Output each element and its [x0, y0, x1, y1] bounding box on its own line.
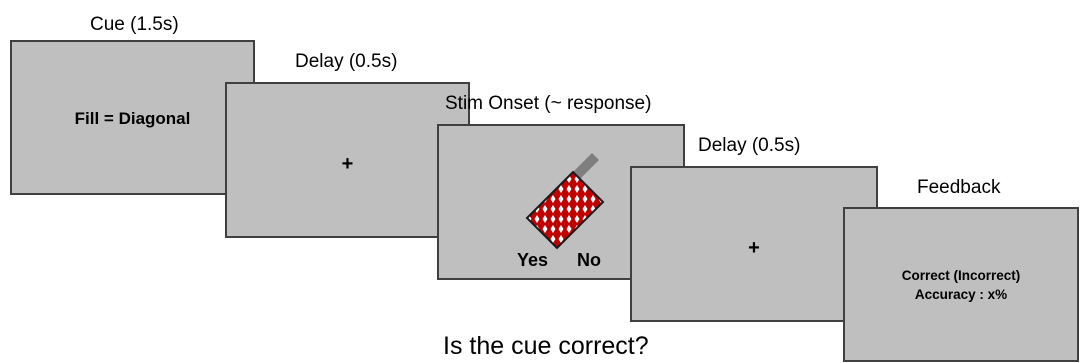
diagonal-fill-stimulus — [525, 153, 605, 250]
feedback-accuracy-text: Accuracy : x% — [914, 287, 1008, 302]
delay-screen-1: + — [225, 82, 470, 238]
yes-option: Yes — [517, 250, 549, 270]
stim-onset-stage-label: Stim Onset (~ response) — [445, 93, 652, 114]
question-text: Is the cue correct? — [443, 332, 649, 360]
cue-screen: Fill = Diagonal — [10, 40, 255, 195]
fixation-cross-1: + — [341, 153, 354, 175]
delay-stage-label-2: Delay (0.5s) — [698, 135, 801, 156]
cue-stage-label: Cue (1.5s) — [90, 14, 179, 35]
no-option: No — [577, 250, 601, 270]
fixation-cross-2: + — [748, 237, 760, 259]
stimulus-fill-bar — [525, 170, 605, 250]
feedback-screen: Correct (Incorrect) Accuracy : x% — [843, 207, 1079, 362]
delay-screen-2: + — [630, 166, 878, 322]
feedback-correct-text: Correct (Incorrect) — [901, 268, 1021, 283]
feedback-stage-label: Feedback — [917, 177, 1001, 198]
cue-text: Fill = Diagonal — [74, 109, 191, 128]
delay-stage-label-1: Delay (0.5s) — [295, 51, 398, 72]
